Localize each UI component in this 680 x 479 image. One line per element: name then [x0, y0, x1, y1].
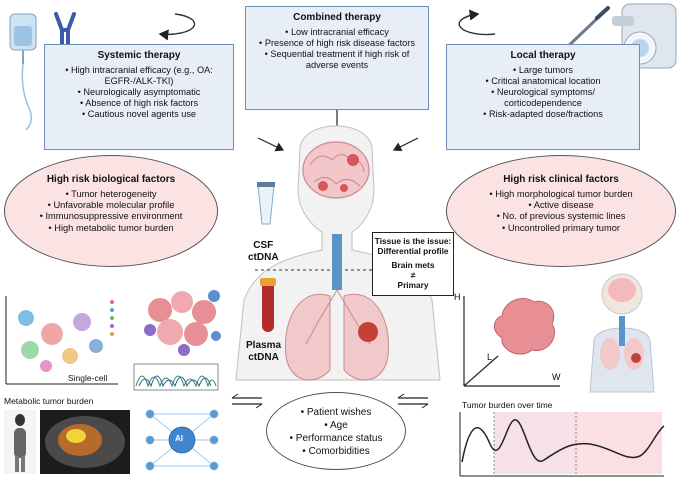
- list-item: Patient wishes: [267, 406, 405, 419]
- list-item: Comorbidities: [267, 445, 405, 458]
- patient-figure-right: [589, 273, 655, 393]
- list-item: Performance status: [267, 432, 405, 445]
- combined-therapy-list: Low intracranial efficacy Presence of hi…: [252, 27, 422, 71]
- csf-label: CSF ctDNA: [248, 240, 279, 264]
- tumor-cell-cluster: [144, 290, 221, 356]
- local-therapy-title: Local therapy: [510, 50, 576, 61]
- list-item: Unfavorable molecular profile: [5, 200, 217, 211]
- systemic-therapy-title: Systemic therapy: [97, 50, 181, 61]
- burden-chart: [459, 412, 665, 477]
- lungs-icon: [284, 234, 390, 381]
- csf-label-line-2: ctDNA: [248, 252, 279, 263]
- plasma-label-line-2: ctDNA: [248, 352, 279, 363]
- ct-scan-image: [40, 410, 130, 474]
- tissue-line-3: Brain mets: [391, 260, 435, 270]
- tissue-line-4: Primary: [397, 280, 429, 290]
- csf-label-line-1: CSF: [253, 240, 274, 251]
- patient-factors-list: Patient wishes Age Performance status Co…: [267, 406, 405, 458]
- clinical-factors-list: High morphological tumor burden Active d…: [447, 189, 675, 234]
- tumor-blob-icon: [494, 298, 555, 355]
- cycle-arrow-left: [158, 13, 196, 41]
- axis-label-l: L: [487, 352, 493, 362]
- axis-label-w: W: [552, 372, 561, 382]
- tissue-neq: ≠: [410, 270, 416, 280]
- csf-tube-icon: [257, 182, 275, 225]
- list-item: Cautious novel agents use: [51, 109, 227, 120]
- list-item: Active disease: [447, 200, 675, 211]
- ai-network-icon: [145, 409, 219, 471]
- metabolic-burden-label: Metabolic tumor burden: [4, 396, 94, 406]
- list-item: High metabolic tumor burden: [5, 223, 217, 234]
- combined-therapy-box: Combined therapy Low intracranial effica…: [245, 6, 429, 110]
- list-item: Uncontrolled primary tumor: [447, 223, 675, 234]
- list-item: Neurological symptoms/ corticodependence: [453, 87, 633, 109]
- list-item: High intracranial efficacy (e.g., OA: EG…: [51, 65, 227, 87]
- tissue-line-1: Tissue is the issue:: [374, 236, 452, 246]
- list-item: Absence of high risk factors: [51, 98, 227, 109]
- combined-therapy-title: Combined therapy: [293, 12, 381, 23]
- biological-factors-list: Tumor heterogeneity Unfavorable molecula…: [5, 189, 217, 234]
- list-item: Risk-adapted dose/fractions: [453, 109, 633, 120]
- single-cell-plot: [5, 296, 118, 385]
- list-item: Tumor heterogeneity: [5, 189, 217, 200]
- pet-scan-image: [4, 410, 36, 474]
- list-item: Neurologically asymptomatic: [51, 87, 227, 98]
- list-item: Low intracranial efficacy: [252, 27, 422, 38]
- list-item: Sequential treatment if high risk of adv…: [252, 49, 422, 71]
- bidirectional-arrow-left: [231, 393, 263, 409]
- biological-factors-title: High risk biological factors: [46, 174, 176, 185]
- local-therapy-list: Large tumors Critical anatomical locatio…: [453, 65, 633, 120]
- list-item: Presence of high risk disease factors: [252, 38, 422, 49]
- sequencing-trace: [133, 363, 219, 391]
- systemic-therapy-list: High intracranial efficacy (e.g., OA: EG…: [51, 65, 227, 120]
- brain-icon: [302, 141, 370, 199]
- ai-label: AI: [175, 434, 183, 443]
- list-item: Immunosuppressive environment: [5, 211, 217, 222]
- local-therapy-box: Local therapy Large tumors Critical anat…: [446, 44, 640, 150]
- tissue-issue-box: Tissue is the issue: Differential profil…: [372, 232, 454, 296]
- bidirectional-arrow-right: [397, 393, 429, 409]
- systemic-therapy-box: Systemic therapy High intracranial effic…: [44, 44, 234, 150]
- single-cell-label: Single-cell: [68, 373, 108, 383]
- list-item: High morphological tumor burden: [447, 189, 675, 200]
- list-item: Large tumors: [453, 65, 633, 76]
- patient-factors-ellipse: Patient wishes Age Performance status Co…: [266, 392, 406, 470]
- cycle-arrow-right: [458, 9, 496, 36]
- antibody-icon: [54, 12, 76, 52]
- clinical-factors-title: High risk clinical factors: [503, 174, 619, 185]
- axis-label-h: H: [454, 292, 461, 302]
- list-item: Age: [267, 419, 405, 432]
- blood-tube-icon: [260, 278, 276, 332]
- list-item: No. of previous systemic lines: [447, 211, 675, 222]
- tumor-dimension-axes: [463, 296, 560, 387]
- tissue-line-2: Differential profile: [377, 246, 449, 256]
- list-item: Critical anatomical location: [453, 76, 633, 87]
- clinical-factors-ellipse: High risk clinical factors High morpholo…: [446, 155, 676, 267]
- burden-chart-title: Tumor burden over time: [462, 400, 553, 410]
- plasma-label-line-1: Plasma: [246, 340, 282, 351]
- biological-factors-ellipse: High risk biological factors Tumor heter…: [4, 155, 218, 267]
- iv-bag-icon: [9, 13, 37, 131]
- plasma-label: Plasma ctDNA: [246, 340, 281, 364]
